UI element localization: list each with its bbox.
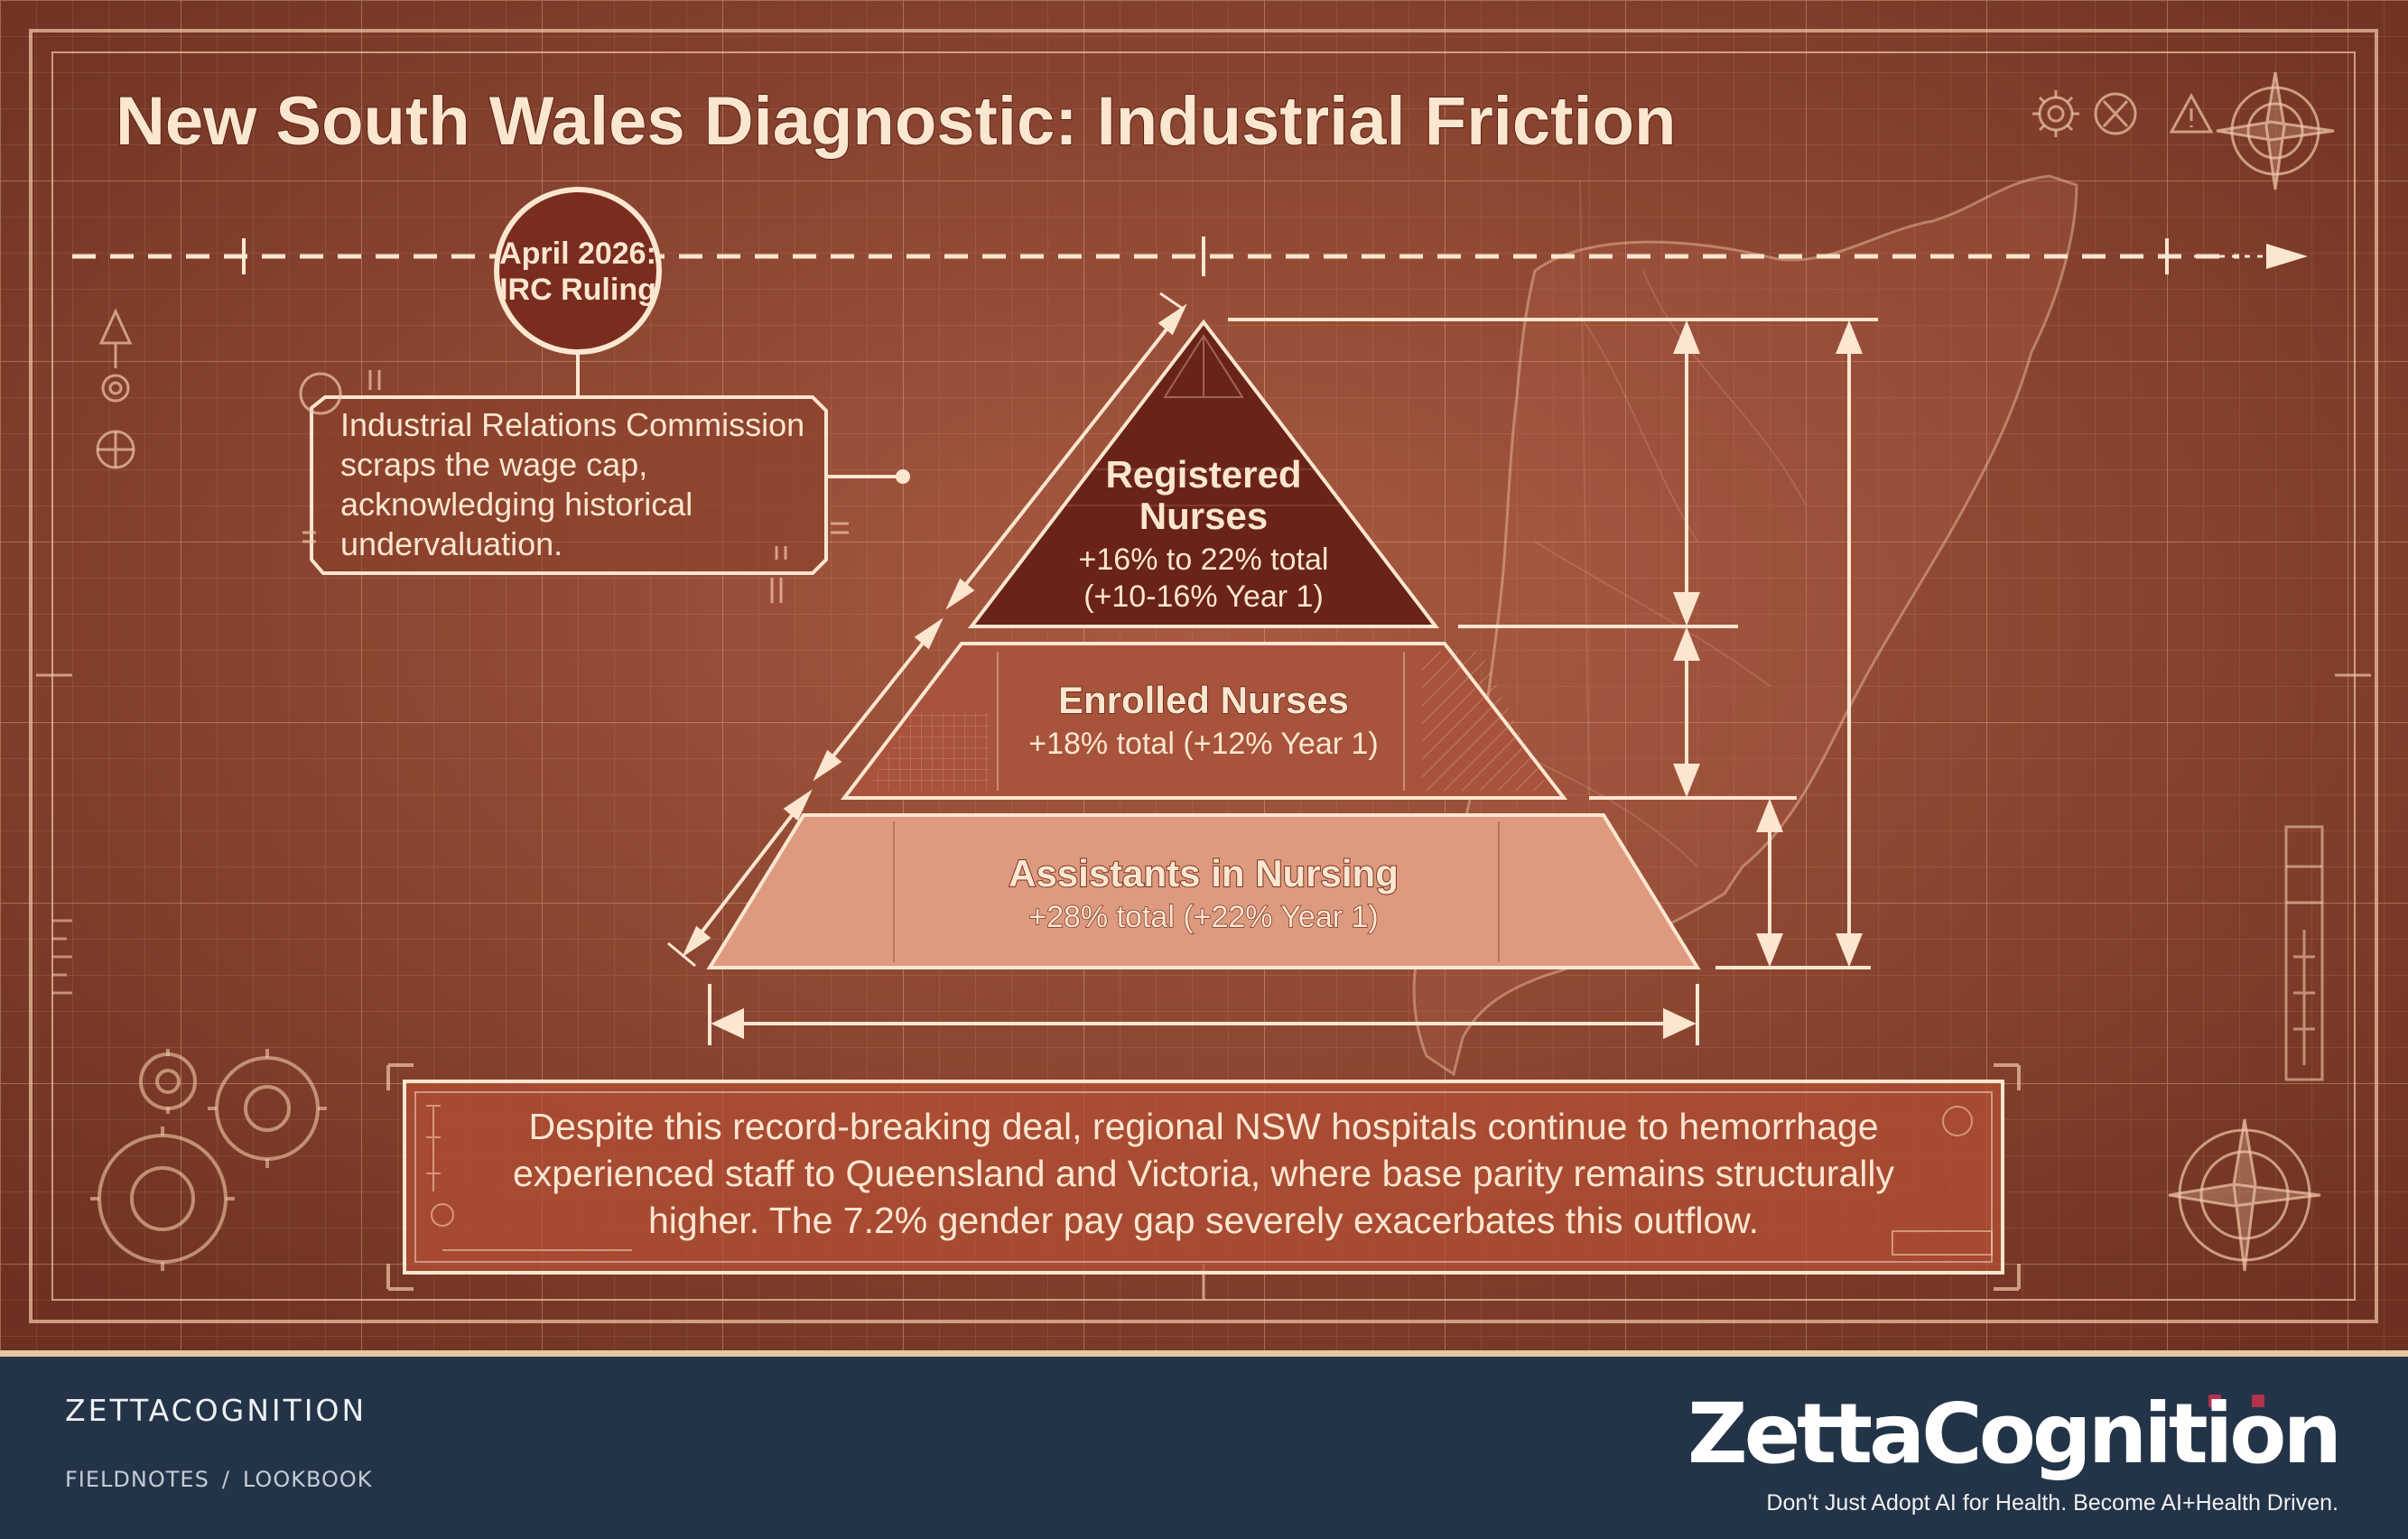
tier-registered-detail-2: (+10-16% Year 1)	[1083, 579, 1324, 614]
milestone-marker: April 2026: IRC Ruling	[494, 187, 662, 397]
logo-accent-dot	[2208, 1395, 2221, 1407]
compass-rose-icon-bottom	[2168, 1118, 2321, 1272]
tier-enrolled-shape	[840, 642, 1568, 800]
tier-enrolled-name: Enrolled Nurses	[1058, 679, 1349, 721]
tier-assistants-name: Assistants in Nursing	[1009, 852, 1399, 895]
breadcrumb-separator: /	[221, 1467, 230, 1492]
callout-line-1: Industrial Relations Commission	[340, 406, 804, 443]
target-icon	[2094, 92, 2137, 135]
tier-registered-shape	[967, 319, 1440, 628]
callout-line-3: acknowledging historical	[340, 486, 693, 523]
pyramid-diagram: Registered Nurses +16% to 22% total (+10…	[667, 292, 1878, 1045]
logo-tagline: Don't Just Adopt AI for Health. Become A…	[1766, 1490, 2338, 1516]
milestone-date: April 2026:	[499, 236, 656, 271]
milestone-label: IRC Ruling	[499, 273, 656, 307]
callout-line-2: scraps the wage cap,	[340, 446, 647, 483]
tier-registered-name-2: Nurses	[1139, 495, 1268, 537]
timeline	[72, 236, 2308, 276]
tier-assistants-shape	[706, 813, 1701, 969]
warning-icon	[2169, 92, 2214, 134]
arrow-up-icon	[96, 308, 135, 469]
compass-rose-icon	[2216, 71, 2335, 190]
side-ruler	[52, 825, 2324, 1081]
logo-accent-dot	[2252, 1395, 2264, 1407]
gear-cluster-icon	[90, 1049, 327, 1271]
gear-icon	[2032, 90, 2079, 137]
zettacognition-logo[interactable]: ZettaCognition Don't Just Adopt AI for H…	[1687, 1389, 2342, 1525]
summary-line-3: higher. The 7.2% gender pay gap severely…	[648, 1200, 1759, 1241]
tier-assistants-detail: +28% total (+22% Year 1)	[1028, 900, 1379, 934]
tier-registered-detail-1: +16% to 22% total	[1079, 542, 1329, 577]
summary-line-1: Despite this record-breaking deal, regio…	[528, 1106, 1878, 1147]
summary-box: Despite this record-breaking deal, regio…	[386, 1063, 2021, 1291]
blueprint-diagram: New South Wales Diagnostic: Industrial F…	[0, 0, 2408, 1350]
callout-line-4: undervaluation.	[340, 525, 562, 562]
logo-wordmark: ZettaCognition	[1687, 1386, 2342, 1482]
breadcrumb-fieldnotes[interactable]: FIELDNOTES	[65, 1467, 209, 1492]
callout-box: Industrial Relations Commission scraps t…	[299, 370, 910, 603]
page-title: New South Wales Diagnostic: Industrial F…	[116, 83, 1676, 160]
tier-enrolled-detail: +18% total (+12% Year 1)	[1028, 727, 1379, 761]
timeline-arrow-icon	[2266, 244, 2308, 269]
breadcrumb-lookbook[interactable]: LOOKBOOK	[242, 1467, 373, 1492]
brand-name: ZETTACOGNITION	[65, 1393, 367, 1428]
tier-registered-name-1: Registered	[1105, 453, 1301, 496]
breadcrumb: FIELDNOTES / LOOKBOOK	[65, 1467, 373, 1492]
summary-line-2: experienced staff to Queensland and Vict…	[513, 1153, 1894, 1194]
footer-bar: ZETTACOGNITION FIELDNOTES / LOOKBOOK Zetta…	[0, 1350, 2408, 1539]
